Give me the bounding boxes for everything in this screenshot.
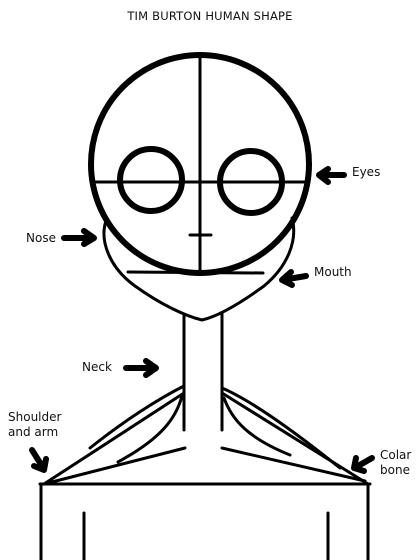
label-mouth: Mouth	[314, 265, 352, 279]
right-shoulder-slope	[220, 391, 370, 486]
left-shoulder-slope	[42, 391, 186, 486]
neck-arrow-icon	[123, 358, 159, 378]
diagram-title: TIM BURTON HUMAN SHAPE	[127, 9, 293, 23]
eyes-arrow-icon	[316, 166, 347, 185]
label-eyes: Eyes	[352, 165, 381, 179]
left-collar-bone	[46, 446, 187, 485]
right-collar-bone	[220, 446, 367, 483]
left-trapezius	[88, 384, 186, 450]
right-trapezius-inner	[222, 396, 292, 457]
label-neck: Neck	[82, 360, 112, 374]
label-nose: Nose	[26, 231, 56, 245]
nose-arrow-icon	[61, 228, 97, 247]
left-eye	[117, 146, 185, 214]
jaw-outline	[102, 216, 296, 322]
label-shoulder-and-arm: Shoulder and arm	[8, 410, 62, 439]
shoulder-arrow-icon	[29, 447, 49, 473]
mouth-arrow-icon	[279, 269, 309, 288]
left-trapezius-inner	[116, 394, 184, 464]
colar-bone-arrow-icon	[351, 455, 375, 474]
label-colar-bone: Colar bone	[380, 448, 412, 477]
right-eye	[217, 148, 285, 216]
